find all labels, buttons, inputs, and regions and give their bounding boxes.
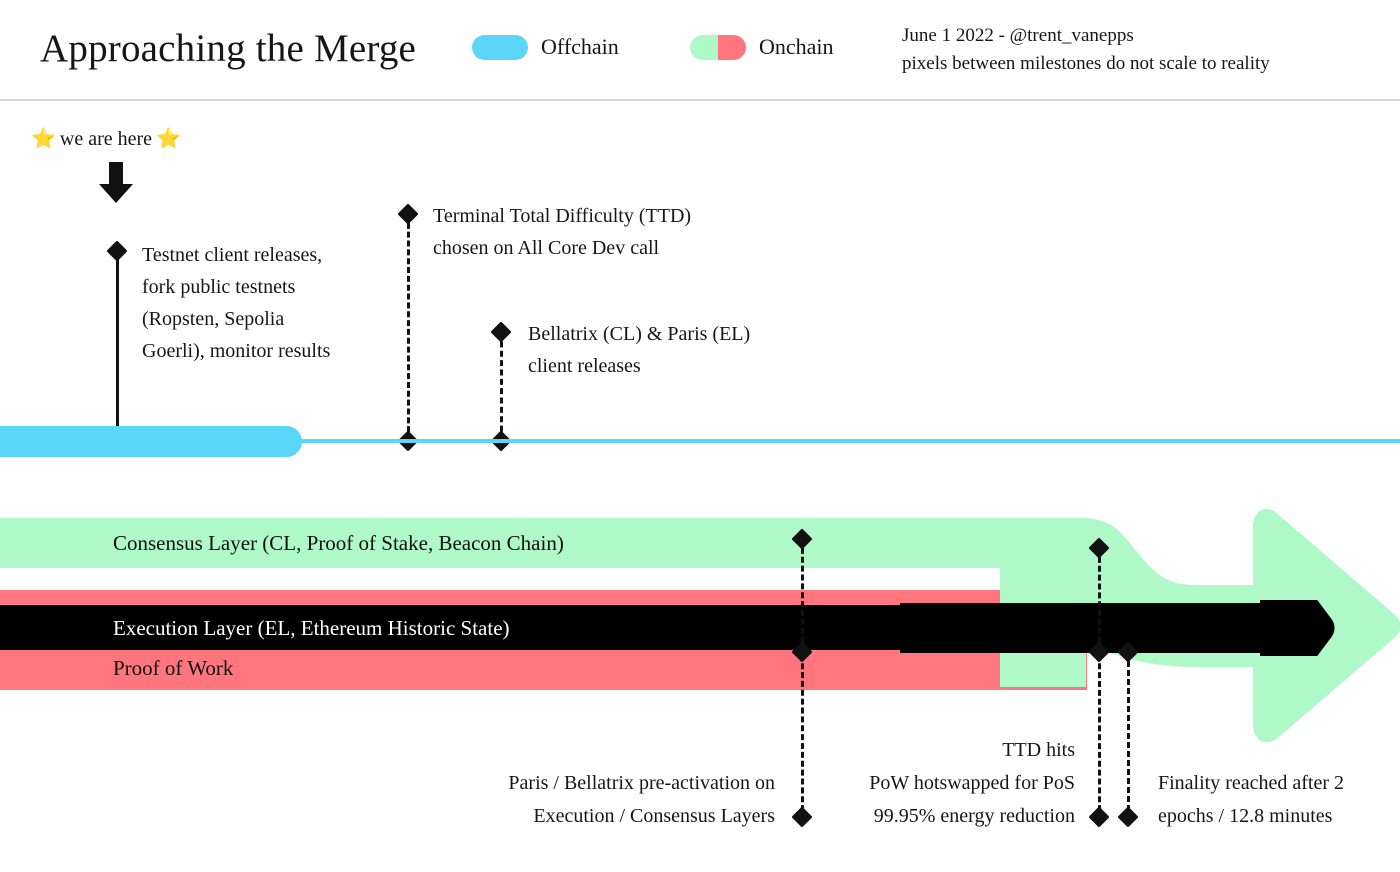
milestone-line: epochs / 12.8 minutes bbox=[1158, 805, 1333, 827]
milestone-line: Terminal Total Difficulty (TTD) bbox=[433, 205, 692, 227]
we-are-here-annotation: ⭐ we are here ⭐ bbox=[31, 126, 181, 152]
milestone-line: Paris / Bellatrix pre-activation on bbox=[508, 772, 775, 794]
milestone-label-finality: Finality reached after 2 epochs / 12.8 m… bbox=[1158, 767, 1398, 833]
proof-of-work-band-bottom bbox=[0, 650, 1087, 690]
down-arrow-icon bbox=[99, 162, 133, 203]
milestone-line: chosen on All Core Dev call bbox=[433, 237, 660, 259]
offchain-swatch bbox=[472, 34, 528, 60]
meta-line-date-author: June 1 2022 - @trent_vanepps bbox=[902, 25, 1134, 46]
milestone-line: fork public testnets bbox=[142, 276, 296, 298]
milestone-line: Bellatrix (CL) & Paris (EL) bbox=[528, 323, 751, 345]
header: Approaching the Merge Offchain Onchain J… bbox=[0, 0, 1400, 101]
milestone-line: Finality reached after 2 bbox=[1158, 772, 1345, 794]
legend-item-onchain: Onchain bbox=[690, 34, 834, 60]
execution-layer-arrow-head bbox=[900, 600, 1335, 656]
milestone-line: PoW hotswapped for PoS bbox=[869, 772, 1075, 794]
consensus-layer-band bbox=[0, 518, 1090, 568]
milestone-line: Testnet client releases, bbox=[142, 244, 323, 266]
legend-label-onchain: Onchain bbox=[759, 34, 834, 59]
diamond-marker-ttd-chosen-top bbox=[397, 203, 419, 225]
page-title: Approaching the Merge bbox=[40, 27, 417, 70]
milestone-label-testnet-client-releases: Testnet client releases, fork public tes… bbox=[142, 239, 330, 367]
milestone-line: Goerli), monitor results bbox=[142, 340, 331, 362]
we-are-here-label: we are here bbox=[59, 128, 153, 150]
star-icon-left: ⭐ bbox=[31, 128, 56, 150]
diamond-marker-ttd-hits-label bbox=[1088, 806, 1110, 828]
meta-block: June 1 2022 - @trent_vanepps pixels betw… bbox=[902, 22, 1382, 78]
execution-layer-label: Execution Layer (EL, Ethereum Historic S… bbox=[113, 616, 510, 640]
milestone-line: TTD hits bbox=[1002, 739, 1075, 761]
diamond-marker-testnet-top bbox=[106, 240, 128, 262]
milestone-label-ttd-hits: TTD hits PoW hotswapped for PoS 99.95% e… bbox=[760, 734, 1075, 833]
connector-bellatrix-paris-releases bbox=[500, 332, 503, 441]
milestone-line: (Ropsten, Sepolia bbox=[142, 308, 285, 330]
meta-line-disclaimer: pixels between milestones do not scale t… bbox=[902, 53, 1270, 74]
offchain-timeline-line bbox=[0, 439, 1400, 443]
connector-ttd-chosen bbox=[407, 214, 410, 441]
milestone-line: 99.95% energy reduction bbox=[873, 805, 1075, 827]
connector-ttd-hits bbox=[1098, 548, 1101, 820]
milestone-line: client releases bbox=[528, 355, 641, 377]
proof-of-work-label: Proof of Work bbox=[113, 656, 234, 680]
connector-testnet-client-releases bbox=[116, 251, 119, 441]
diamond-marker-bellatrix-top bbox=[490, 321, 512, 343]
legend-label-offchain: Offchain bbox=[541, 34, 619, 59]
star-icon-right: ⭐ bbox=[156, 128, 181, 150]
milestone-label-pre-activation: Paris / Bellatrix pre-activation on Exec… bbox=[400, 767, 775, 833]
consensus-layer-label: Consensus Layer (CL, Proof of Stake, Bea… bbox=[113, 531, 564, 555]
onchain-swatch bbox=[690, 34, 746, 60]
connector-pre-activation bbox=[801, 539, 804, 820]
header-divider bbox=[0, 99, 1400, 101]
milestone-label-bellatrix-paris-releases: Bellatrix (CL) & Paris (EL) client relea… bbox=[528, 318, 750, 382]
proof-of-work-band-top bbox=[0, 590, 1087, 605]
legend-item-offchain: Offchain bbox=[472, 34, 619, 60]
onchain-section: Consensus Layer (CL, Proof of Stake, Bea… bbox=[0, 500, 1400, 750]
connector-finality bbox=[1127, 652, 1130, 820]
diamond-marker-finality-label bbox=[1117, 806, 1139, 828]
milestone-line: Execution / Consensus Layers bbox=[533, 805, 775, 827]
milestone-label-ttd-chosen: Terminal Total Difficulty (TTD) chosen o… bbox=[433, 200, 691, 264]
offchain-active-bar bbox=[0, 426, 302, 457]
